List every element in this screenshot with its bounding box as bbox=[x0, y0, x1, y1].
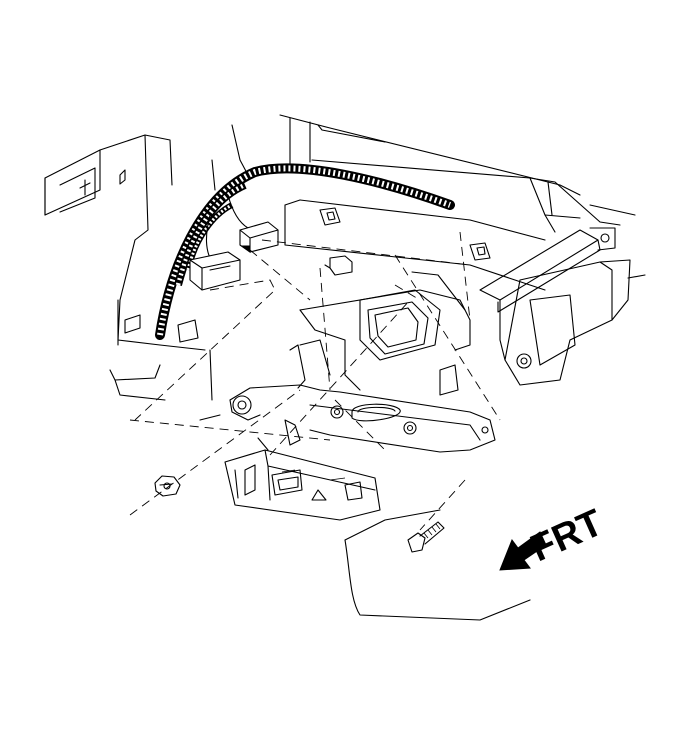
alignment-lines bbox=[129, 231, 501, 531]
arrow-icon bbox=[499, 531, 547, 571]
screw bbox=[407, 521, 445, 553]
right-support-bracket bbox=[479, 204, 646, 386]
instrument-panel-carrier bbox=[284, 159, 621, 291]
pillar-structure bbox=[211, 114, 581, 196]
bracket-plate bbox=[229, 339, 496, 453]
frt-label: FRT bbox=[525, 502, 610, 570]
front-direction-indicator: FRT bbox=[499, 502, 610, 571]
clip-fastener bbox=[324, 255, 353, 276]
hex-nut bbox=[154, 475, 181, 497]
harness-connector-lower bbox=[189, 251, 241, 291]
left-body-panel bbox=[44, 134, 206, 351]
wiring-harness bbox=[155, 163, 455, 340]
harness-connector-upper bbox=[239, 221, 279, 254]
lower-trim-panel bbox=[109, 349, 531, 621]
mounting-bracket bbox=[299, 271, 471, 396]
electronic-module bbox=[224, 419, 381, 521]
